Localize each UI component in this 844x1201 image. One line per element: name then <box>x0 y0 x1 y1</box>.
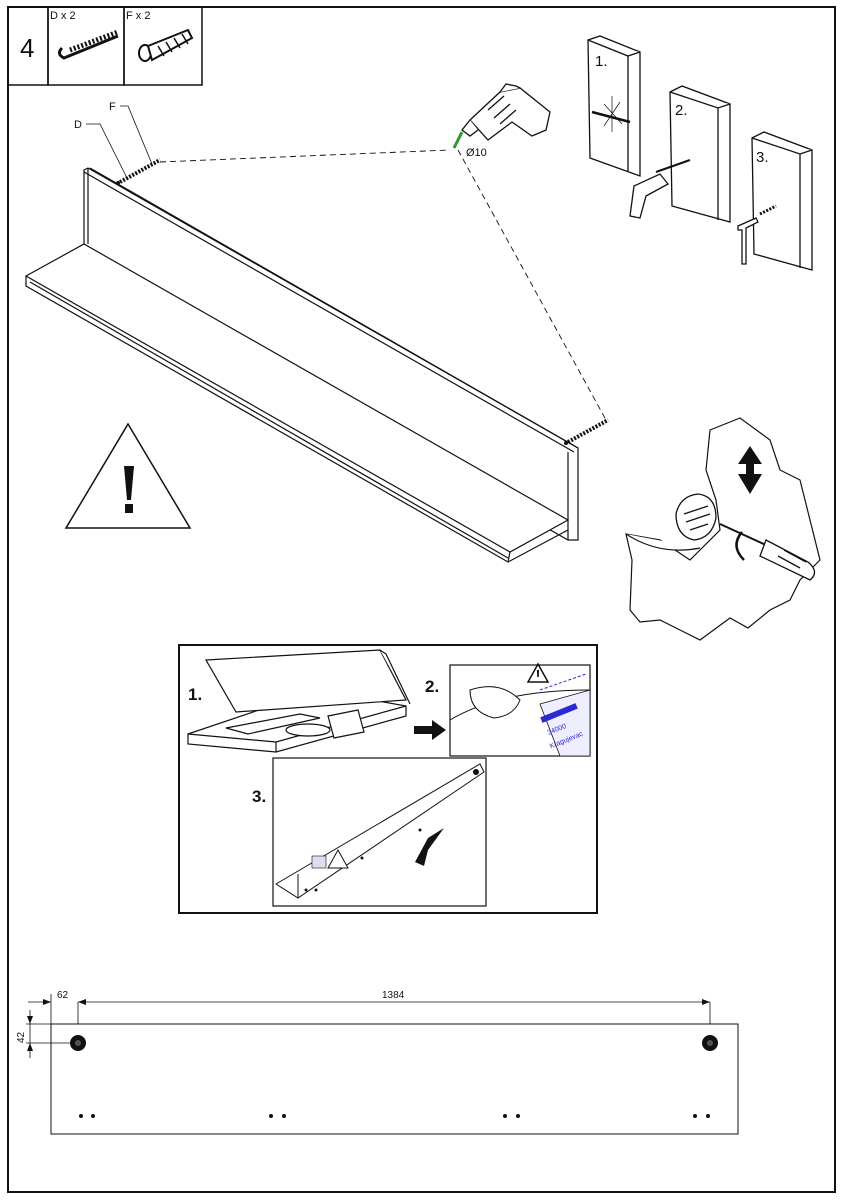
dimension-62: 62 <box>57 990 69 1001</box>
hanger-holes <box>70 1035 718 1051</box>
drill-bit-icon <box>452 131 464 149</box>
drill-guide-lines <box>159 149 607 421</box>
screwdriver-icon <box>719 523 816 581</box>
hardware-f-caption: F x 2 <box>126 10 150 22</box>
right-arrow-icon <box>414 720 446 740</box>
dimension-drawing <box>26 994 739 1135</box>
up-down-arrow-icon <box>738 446 762 494</box>
dowel-holes <box>79 1114 710 1118</box>
rotate-arrow-icon <box>735 531 745 561</box>
wall-plug-icon <box>138 28 194 62</box>
shelf-screw-right <box>564 418 609 445</box>
wall-step-3 <box>737 131 813 271</box>
wall-step-2-label: 2. <box>675 102 688 119</box>
step-header: 4 D x 2 F x 2 <box>7 6 203 86</box>
open-box-illustration <box>187 649 411 753</box>
dimension-arrows <box>27 999 710 1051</box>
wall-step-1-label: 1. <box>595 53 608 70</box>
dimension-1384: 1384 <box>382 990 405 1001</box>
pack-step-2-label: 2. <box>425 677 439 696</box>
dimension-42: 42 <box>16 1031 27 1043</box>
pack-step-1-label: 1. <box>188 685 202 704</box>
drill-diameter: Ø10 <box>466 147 487 159</box>
hanger-bracket-icon <box>675 493 717 541</box>
hardware-d-caption: D x 2 <box>50 10 76 22</box>
shelf-drawing <box>24 167 579 563</box>
shelf-with-sticker-illustration <box>272 757 487 907</box>
pack-step-3-label: 3. <box>252 787 266 806</box>
shelf-screw-left <box>116 158 161 185</box>
hanger-adjust-detail <box>625 417 821 641</box>
sticker-closeup: 34000 Kragujevac <box>449 664 591 757</box>
warning-icon <box>64 422 192 529</box>
sticker-warning-icon <box>526 662 550 683</box>
wall-step-1 <box>587 35 641 177</box>
page-border <box>7 6 836 1193</box>
callout-f-label: F <box>109 101 116 113</box>
wall-step-2 <box>629 85 731 223</box>
callout-lines <box>86 105 153 177</box>
wall-step-3-label: 3. <box>756 149 769 166</box>
screw-icon <box>57 29 119 60</box>
step-number: 4 <box>20 33 34 63</box>
callout-d-label: D <box>74 119 82 131</box>
drill-icon <box>461 83 551 141</box>
